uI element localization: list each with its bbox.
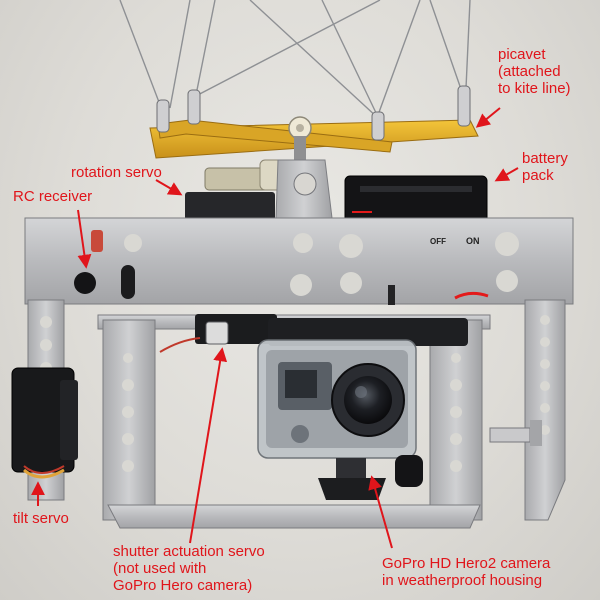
label-rc-receiver: RC receiver xyxy=(13,188,93,205)
label-picavet: picavet (attached to kite line) xyxy=(498,46,571,97)
arrow-battery xyxy=(494,167,519,182)
picavet-lines xyxy=(119,0,471,119)
arrow-rc-receiver xyxy=(77,209,92,269)
switch-on-label: ON xyxy=(466,236,480,246)
label-shutter-servo: shutter actuation servo (not used with G… xyxy=(113,543,265,594)
main-plate xyxy=(24,217,574,305)
arrow-gopro xyxy=(368,475,393,549)
picavet-pulleys xyxy=(156,85,471,141)
label-tilt-servo: tilt servo xyxy=(13,510,69,527)
tilt-servo xyxy=(11,367,78,479)
arrow-rotation-servo xyxy=(155,179,183,196)
arrow-shutter-servo xyxy=(189,347,228,544)
switch-off-label: OFF xyxy=(430,237,446,246)
shutter-servo xyxy=(159,314,277,353)
gopro-camera xyxy=(257,318,468,500)
arrow-picavet xyxy=(475,107,501,128)
right-bracket xyxy=(489,299,566,521)
label-rotation-servo: rotation servo xyxy=(71,164,162,181)
rotation-servo xyxy=(185,159,333,220)
label-battery-pack: battery pack xyxy=(522,150,568,184)
label-gopro-camera: GoPro HD Hero2 camera in weatherproof ho… xyxy=(382,555,551,589)
